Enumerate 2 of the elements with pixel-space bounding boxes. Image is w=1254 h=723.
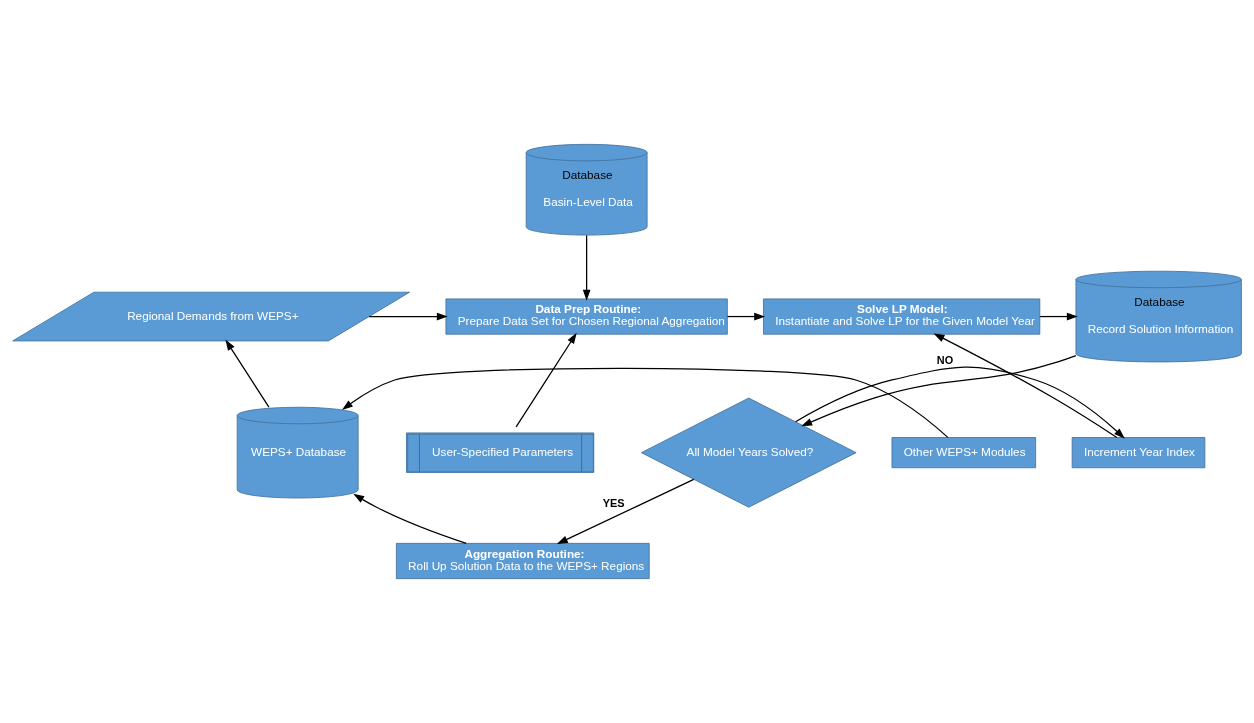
edge-label: YES	[602, 497, 625, 510]
edge-label: NO	[936, 353, 954, 366]
